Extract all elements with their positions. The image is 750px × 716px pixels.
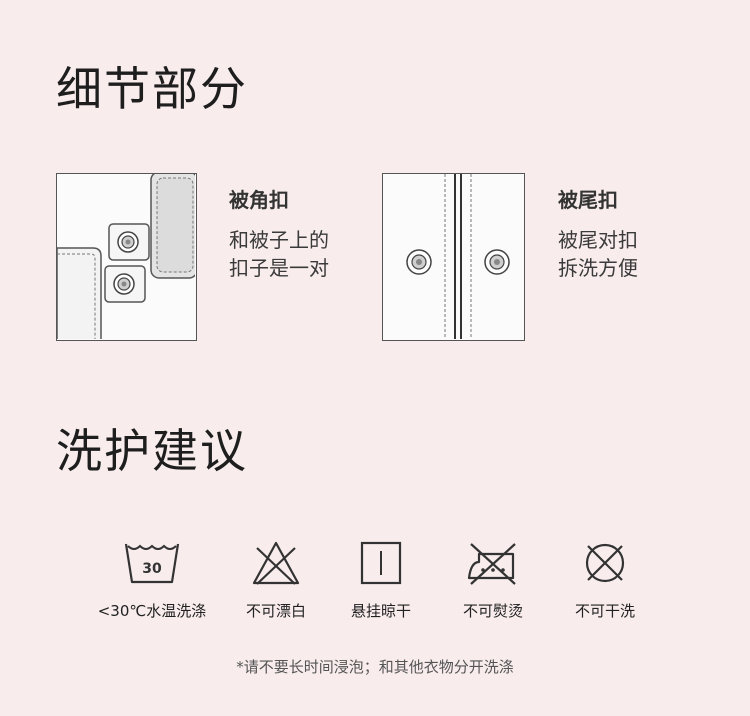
- care-label-wash: <30℃水温洗涤: [97, 602, 207, 620]
- corner-button-image: [56, 171, 198, 345]
- tail-button-caption: 被尾扣 被尾对扣 拆洗方便: [558, 188, 638, 282]
- tail-button-image: [382, 173, 525, 341]
- care-item-hang: 悬挂晾干: [316, 540, 446, 621]
- corner-button-illustration: [56, 171, 198, 345]
- care-section-title: 洗护建议: [56, 424, 248, 478]
- hang-dry-icon: [360, 541, 402, 585]
- care-label-iron: 不可熨烫: [462, 602, 523, 620]
- corner-button-caption: 被角扣 和被子上的 扣子是一对: [229, 188, 329, 282]
- detail-section-title: 细节部分: [56, 62, 248, 116]
- care-label-dryclean: 不可干洗: [574, 602, 635, 620]
- no-dry-clean-icon: [585, 543, 625, 583]
- wash-temp-label: 30: [142, 561, 162, 577]
- tail-button-desc-line1: 被尾对扣: [558, 228, 638, 252]
- tail-button-title: 被尾扣: [558, 188, 618, 212]
- corner-button-title: 被角扣: [229, 188, 289, 212]
- care-footnote: *请不要长时间浸泡；和其他衣物分开洗涤: [236, 658, 514, 676]
- corner-button-desc-line2: 扣子是一对: [229, 256, 329, 280]
- care-item-wash: 30 <30℃水温洗涤: [87, 540, 217, 621]
- tail-button-illustration: [406, 174, 510, 339]
- corner-button-desc-line1: 和被子上的: [229, 228, 329, 252]
- care-item-iron: 不可熨烫: [428, 540, 558, 621]
- care-item-bleach: 不可漂白: [211, 540, 341, 621]
- care-item-dryclean: 不可干洗: [540, 540, 670, 621]
- tail-button-desc-line2: 拆洗方便: [558, 256, 638, 280]
- no-bleach-icon: [252, 541, 300, 585]
- wash-30-icon: 30: [124, 543, 180, 584]
- care-label-hang: 悬挂晾干: [350, 602, 411, 620]
- no-iron-icon: [467, 543, 516, 585]
- care-label-bleach: 不可漂白: [245, 602, 306, 620]
